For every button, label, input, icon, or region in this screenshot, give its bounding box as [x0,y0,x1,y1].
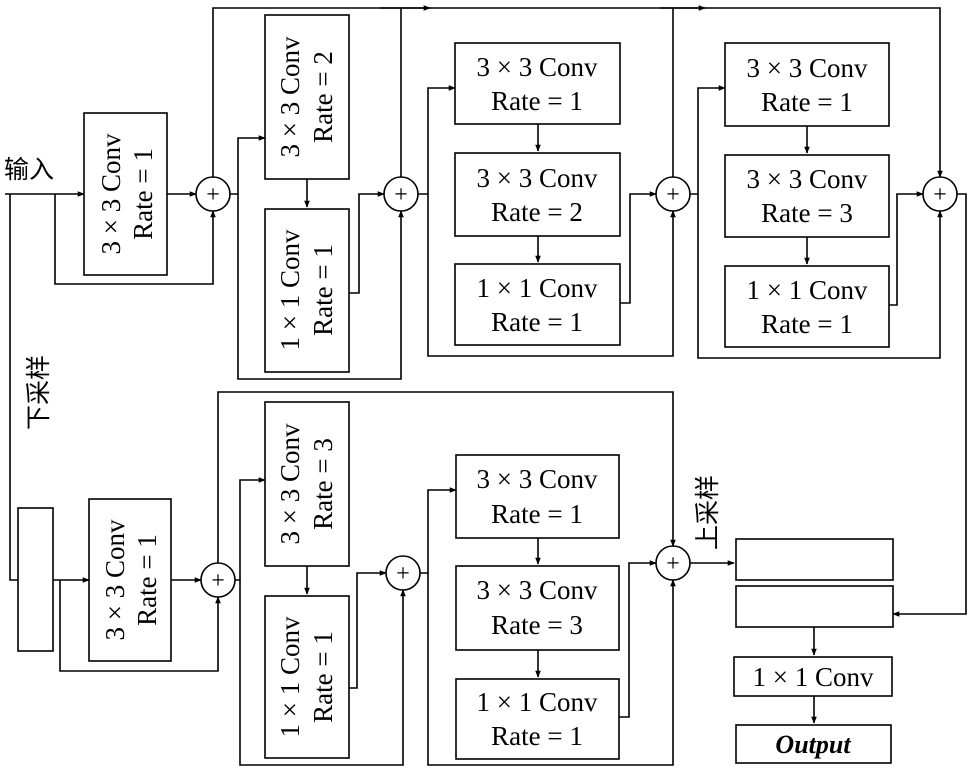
conv-block-b1: 3 × 3 Conv Rate = 1 [83,112,168,276]
conv-rate: Rate = 1 [761,87,853,117]
conv-rate: Rate = 1 [308,631,338,723]
svg-text:+: + [394,182,408,208]
conv-rate: Rate = 2 [491,197,583,227]
downsample-label: 下采样 [24,355,53,430]
conv-op: 1 × 1 Conv [275,229,305,350]
wire-bskip2 [239,580,406,766]
sum-node-3: + [655,176,691,212]
conv-op: 3 × 3 Conv [477,464,598,494]
conv-op: 3 × 3 Conv [747,53,868,83]
upsample-label: 上采样 [693,475,722,550]
output-block: Output [735,724,892,764]
fusion-block-upper [735,538,894,581]
conv-rate: Rate = 1 [491,307,583,337]
conv-block-c1: 3 × 3 Conv Rate = 1 [88,498,172,662]
wire-b4c-to-sum4 [889,191,924,306]
conv-block-b3b: 3 × 3 Conv Rate = 2 [454,152,621,237]
conv-block-c3c: 1 × 1 Conv Rate = 1 [455,678,620,760]
wire-sum3-to-b4a [690,85,726,195]
conv-op: 3 × 3 Conv [477,575,598,605]
wire-bsum1-to-c2a [235,477,266,581]
wire-downsample [9,194,18,581]
conv-op: 1 × 1 Conv [477,273,598,303]
final-conv-block: 1 × 1 Conv [733,656,893,697]
wire-b3c-to-sum3 [620,191,657,304]
conv-op: 3 × 3 Conv [275,36,305,157]
conv-block-c2a: 3 × 3 Conv Rate = 3 [264,401,350,567]
wire-sum1-to-b2a [230,135,266,195]
conv-block-b4a: 3 × 3 Conv Rate = 1 [724,42,890,127]
sum-node-2: + [383,176,419,212]
wire-skip1 [54,194,216,285]
conv-op: 3 × 3 Conv [747,164,868,194]
conv-rate: Rate = 3 [491,610,583,640]
conv-op: 3 × 3 Conv [275,423,305,544]
conv-op: 3 × 3 Conv [100,519,130,640]
sum-node-bottom-2: + [385,555,421,591]
downsample-block [17,507,54,652]
conv-rate: Rate = 1 [491,499,583,529]
conv-op: 3 × 3 Conv [477,52,598,82]
conv-rate: Rate = 1 [491,86,583,116]
conv-rate: Rate = 1 [132,534,162,626]
connections [5,5,967,766]
svg-text:+: + [211,568,225,594]
wire-skip2 [237,194,404,380]
conv-block-b2b: 1 × 1 Conv Rate = 1 [264,208,350,373]
conv-block-b4c: 1 × 1 Conv Rate = 1 [724,265,890,348]
conv-op: 3 × 3 Conv [477,163,598,193]
wire-b2b-to-sum2 [349,191,385,294]
sum-node-1: + [195,176,231,212]
conv-block-b4b: 3 × 3 Conv Rate = 3 [724,154,890,238]
svg-text:+: + [666,551,680,577]
final-conv-label: 1 × 1 Conv [753,662,874,692]
wire-skip3 [427,194,676,357]
wire-bskip3 [427,573,676,766]
wire-c2b-to-bsum2 [349,570,387,689]
svg-text:+: + [396,561,410,587]
sum-node-bottom-3: + [655,545,691,581]
wire-top-bypass [212,7,943,178]
output-label: Output [775,730,851,759]
conv-op: 3 × 3 Conv [96,133,126,254]
wire-bsum2-to-c3a [420,487,457,574]
wire-bottom-bypass [217,391,676,563]
conv-rate: Rate = 1 [128,148,158,240]
svg-text:+: + [933,182,947,208]
wire-skip4 [697,194,943,359]
conv-op: 1 × 1 Conv [747,275,868,305]
conv-rate: Rate = 2 [308,51,338,143]
conv-rate: Rate = 1 [761,309,853,339]
svg-text:+: + [206,182,220,208]
wire-c3c-to-bsum3 [619,560,657,718]
sum-node-bottom-1: + [200,562,236,598]
wire-sum4-to-upsample [892,193,967,617]
fusion-block-lower [735,585,894,628]
conv-op: 1 × 1 Conv [477,687,598,717]
conv-block-b3a: 3 × 3 Conv Rate = 1 [454,42,621,125]
input-label: 输入 [4,155,54,184]
conv-rate: Rate = 1 [491,721,583,751]
conv-block-c3b: 3 × 3 Conv Rate = 3 [455,565,620,651]
sum-node-4: + [922,176,958,212]
wire-sum2-to-b3a [418,85,456,195]
conv-rate: Rate = 1 [308,244,338,336]
svg-text:+: + [666,182,680,208]
conv-rate: Rate = 3 [308,438,338,530]
conv-block-b3c: 1 × 1 Conv Rate = 1 [454,263,621,346]
conv-op: 1 × 1 Conv [275,616,305,737]
wire-bskip1 [59,580,221,672]
conv-block-b2a: 3 × 3 Conv Rate = 2 [264,14,350,180]
conv-rate: Rate = 3 [761,198,853,228]
conv-block-c3a: 3 × 3 Conv Rate = 1 [455,454,620,539]
conv-block-c2b: 1 × 1 Conv Rate = 1 [264,595,350,759]
